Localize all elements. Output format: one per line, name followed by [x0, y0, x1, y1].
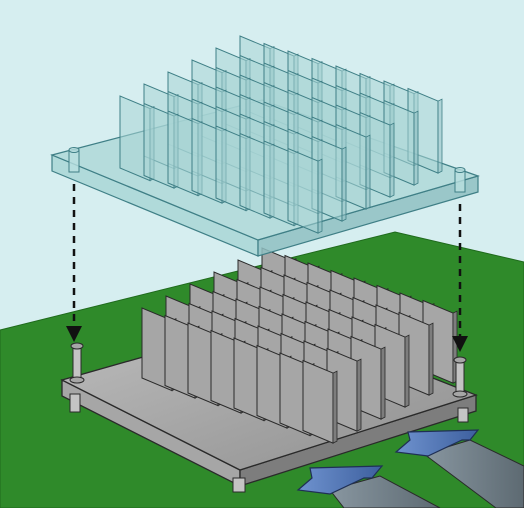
ghost-pin-left [68, 147, 80, 173]
fin-edge [380, 346, 386, 420]
fin-edge [404, 334, 410, 408]
fin-edge [341, 146, 347, 222]
mounting-foot [457, 407, 469, 423]
mounting-pin-left [69, 342, 85, 384]
fin-edge [356, 358, 362, 432]
airflow-arrow-icon [394, 429, 524, 508]
mounting-foot [232, 477, 246, 493]
fin-edge [317, 158, 323, 234]
dashed-down-arrow-icon [452, 204, 468, 352]
mounting-foot [69, 393, 81, 413]
heatsink-fins-solid [141, 247, 458, 444]
heatsink-ghost-preview [50, 35, 480, 257]
fin-edge [389, 122, 395, 198]
heatsink-fins-ghost [119, 35, 443, 234]
fin [302, 359, 334, 444]
fin-edge [332, 370, 338, 444]
fin-edge [413, 110, 419, 186]
fin-edge [365, 134, 371, 210]
fin [287, 147, 319, 234]
ghost-pin-right [454, 167, 466, 193]
fin-edge [437, 98, 443, 174]
dashed-down-arrow-icon [66, 184, 82, 342]
fin-edge [428, 322, 434, 396]
airflow-arrow-icon [296, 465, 441, 508]
mounting-pin-right [452, 356, 468, 398]
